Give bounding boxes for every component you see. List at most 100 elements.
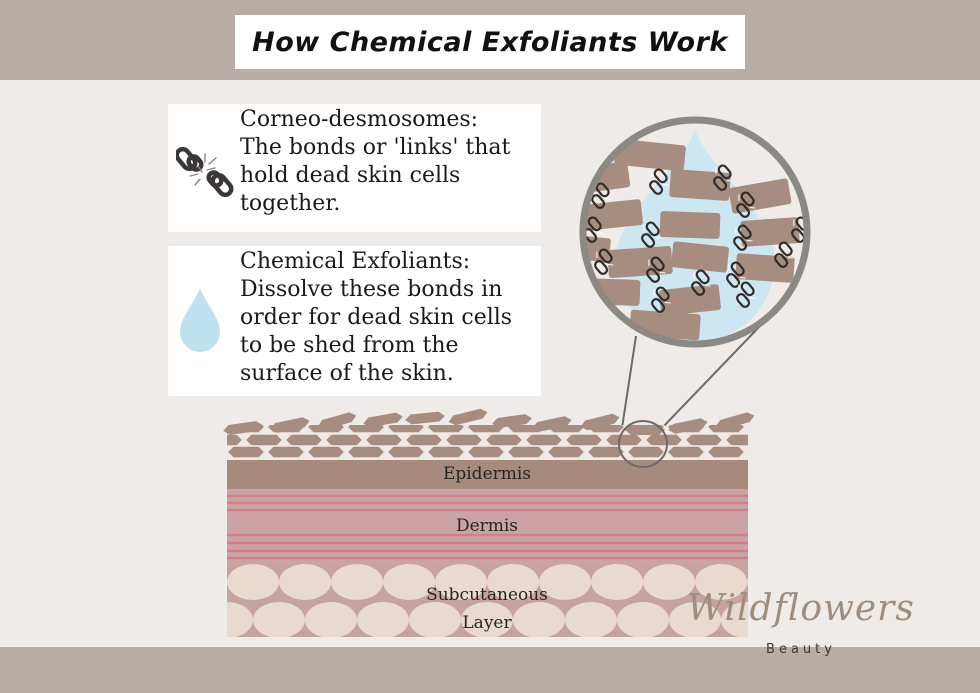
epidermis-cell: [385, 445, 427, 459]
epidermis-cell: [243, 433, 285, 447]
footer-band: [0, 647, 980, 693]
epidermis-cell: [545, 445, 587, 459]
broken-link: [646, 256, 666, 283]
subcutaneous-fat-cells: [175, 564, 748, 637]
epidermis-cell: [425, 445, 467, 459]
magnified-cell: [735, 253, 795, 283]
shed-cell: [317, 412, 357, 430]
shed-cell: [405, 411, 445, 425]
epidermis-cell: [443, 433, 485, 447]
epidermis-cell: [363, 433, 405, 447]
fat-cell: [253, 602, 305, 637]
epidermis-cell: [745, 449, 748, 455]
fat-cell: [721, 602, 748, 637]
magnified-cell: [607, 246, 673, 278]
fat-cell: [227, 602, 253, 637]
broken-link: [641, 221, 661, 248]
epidermis-cell: [465, 445, 507, 459]
magnified-links: [583, 164, 807, 313]
fat-cell: [513, 602, 565, 637]
corneo-desmosomes-heading: Corneo-desmosomes:: [240, 107, 479, 132]
brand-logo-name: Wildflowers: [687, 588, 915, 629]
fat-cell: [409, 602, 461, 637]
shed-cell: [223, 421, 263, 435]
fat-cell: [643, 564, 695, 600]
dermis-label: Dermis: [455, 516, 519, 536]
fat-cell: [175, 564, 227, 600]
corneo-desmosomes-text: Corneo-desmosomes: The bonds or 'links' …: [240, 106, 538, 218]
shed-cell: [668, 418, 708, 434]
brand-logo-sub: Beauty: [766, 642, 836, 657]
epidermis-cell: [403, 433, 445, 447]
fat-cell: [591, 564, 643, 600]
epidermis-cell: [643, 433, 685, 447]
shed-cell: [580, 413, 620, 431]
shed-cell: [492, 414, 532, 428]
chemical-exfoliants-text: Chemical Exfoliants: Dissolve these bond…: [240, 248, 538, 388]
fat-cell: [565, 602, 617, 637]
corneo-desmosomes-body: The bonds or 'links' that hold dead skin…: [240, 135, 511, 216]
fat-cell: [747, 577, 748, 587]
broken-link: [594, 248, 614, 275]
shedding-cells: [223, 408, 755, 435]
fat-cell: [539, 564, 591, 600]
broken-chain-icon: [176, 146, 234, 198]
zoom-ring: [618, 420, 668, 468]
zoom-line-right: [661, 325, 761, 429]
epidermis-cell: [563, 433, 605, 447]
epidermis-cell: [683, 433, 725, 447]
epidermis-cell: [345, 445, 387, 459]
title-box: How Chemical Exfoliants Work: [235, 15, 745, 69]
epidermis-cell: [705, 425, 747, 434]
magnified-cell: [614, 138, 686, 172]
fat-cell: [617, 602, 669, 637]
magnified-cell: [629, 309, 701, 341]
fat-cell: [435, 564, 487, 600]
magnified-view: [579, 116, 811, 348]
droplet-icon: [180, 288, 220, 352]
shed-cell: [448, 408, 488, 426]
magnified-cell: [659, 284, 721, 316]
broken-link: [649, 168, 669, 195]
broken-link: [736, 191, 756, 218]
fat-cell: [383, 564, 435, 600]
epidermis-cell: [265, 445, 307, 459]
broken-link: [736, 281, 756, 308]
subcutaneous-label-line1: Subcutaneous: [426, 585, 548, 605]
epidermis-cell: [625, 445, 667, 459]
shed-cell: [532, 416, 572, 432]
chemical-exfoliants-body: Dissolve these bonds in order for dead s…: [240, 277, 513, 386]
fat-cell: [227, 564, 279, 600]
fat-cell: [461, 602, 513, 637]
epidermis-layer: [227, 460, 748, 489]
broken-link: [726, 261, 746, 288]
broken-link: [713, 164, 733, 191]
fat-cell: [487, 564, 539, 600]
epidermis-cell: [483, 433, 525, 447]
magnified-cell: [659, 211, 721, 239]
epidermis-cell: [523, 433, 565, 447]
epidermis-cell: [305, 445, 347, 459]
epidermis-cell: [187, 421, 225, 433]
epidermis-cell: [665, 445, 707, 459]
fat-cell: [279, 564, 331, 600]
epidermis-cell: [345, 425, 387, 434]
broken-link: [691, 269, 711, 296]
epidermis-cell: [585, 445, 627, 459]
page-title: How Chemical Exfoliants Work: [252, 26, 728, 58]
magnified-cell: [740, 217, 800, 247]
epidermis-cell: [385, 425, 427, 434]
shed-cell: [270, 417, 310, 433]
epidermis-cell: [723, 433, 748, 447]
fat-cell: [357, 602, 409, 637]
epidermis-cell: [745, 425, 748, 430]
brand-logo: Wildflowers Beauty: [676, 588, 926, 660]
epidermis-cell: [227, 433, 245, 447]
fat-cell: [669, 602, 721, 637]
shed-cell: [625, 425, 665, 435]
shed-cell: [715, 412, 755, 430]
epidermis-cell: [187, 446, 225, 458]
zoom-line-left: [621, 335, 637, 429]
magnified-cell: [671, 241, 729, 273]
